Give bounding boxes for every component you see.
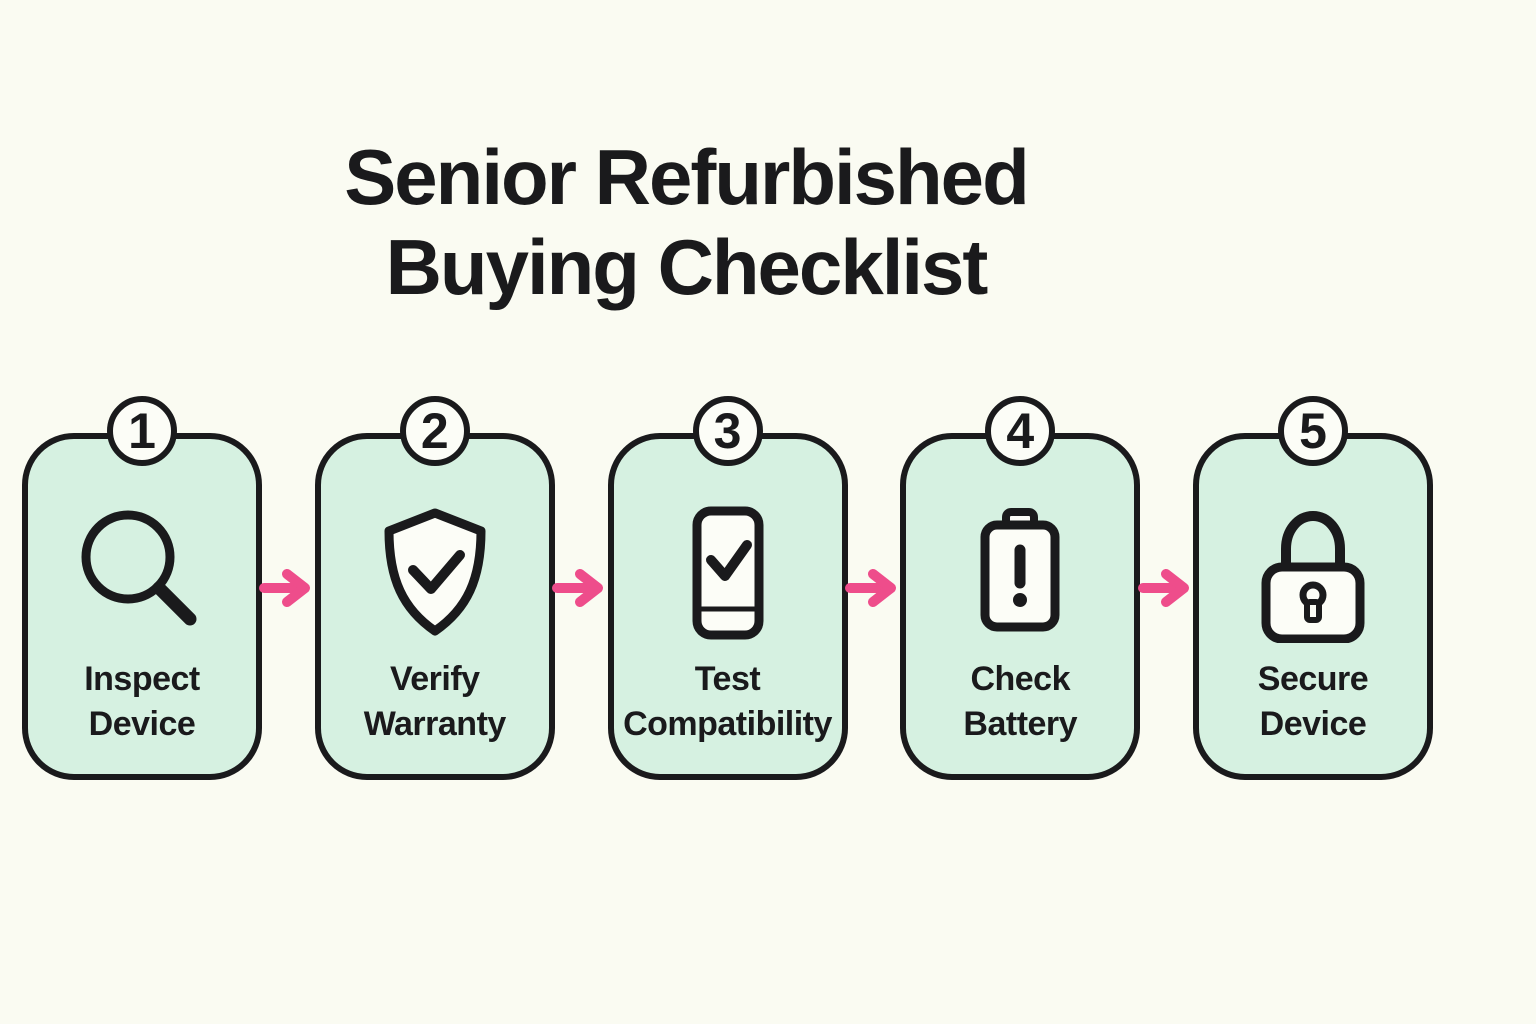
step-card-check-battery: 4 Check Battery — [900, 396, 1141, 780]
arrow-icon — [1138, 569, 1189, 607]
phone-check-icon — [692, 506, 763, 640]
arrow-icon — [552, 569, 603, 607]
step-icon-zone — [72, 503, 212, 643]
step-icon-zone — [365, 503, 505, 643]
step-card-inspect-device: 1 Inspect Device — [22, 396, 262, 780]
page-title-line1: Senior Refurbished — [344, 133, 1029, 221]
step-card-secure-device: 5 Secure Device — [1193, 396, 1433, 780]
magnifier-icon — [81, 510, 197, 626]
step-label: Verify Warranty — [363, 660, 507, 743]
step-number-badge: 2 — [399, 396, 470, 466]
step-number: 2 — [420, 403, 449, 459]
step-number: 1 — [128, 403, 156, 459]
step-label: Secure Device — [1257, 660, 1369, 743]
page-title: Senior Refurbished Buying Checklist — [0, 132, 1372, 312]
step-icon-zone — [950, 503, 1090, 643]
padlock-icon — [1261, 510, 1365, 643]
battery-alert-icon — [980, 508, 1060, 632]
page-title-line2: Buying Checklist — [385, 223, 989, 311]
arrow-icon — [845, 569, 896, 607]
shield-check-icon — [384, 508, 486, 636]
step-card-verify-warranty: 2 Verify Warranty — [314, 396, 555, 780]
step-number: 4 — [1006, 403, 1035, 459]
step-icon-zone — [1243, 503, 1383, 643]
arrow-icon — [259, 569, 310, 607]
step-card-test-compatibility: 3 Test Compatibility — [607, 396, 848, 780]
step-label: Test Compatibility — [623, 660, 832, 743]
checklist-steps-row: 1 Inspect Device 2 Verify Warranty — [22, 396, 1433, 780]
step-number-badge: 4 — [985, 396, 1056, 466]
step-number-badge: 5 — [1278, 396, 1348, 466]
step-icon-zone — [658, 503, 798, 643]
step-label: Check Battery — [963, 660, 1078, 743]
step-number-badge: 3 — [692, 396, 763, 466]
step-number: 5 — [1299, 403, 1327, 459]
step-number: 3 — [713, 403, 742, 459]
step-label: Inspect Device — [84, 660, 200, 743]
step-number-badge: 1 — [107, 396, 177, 466]
